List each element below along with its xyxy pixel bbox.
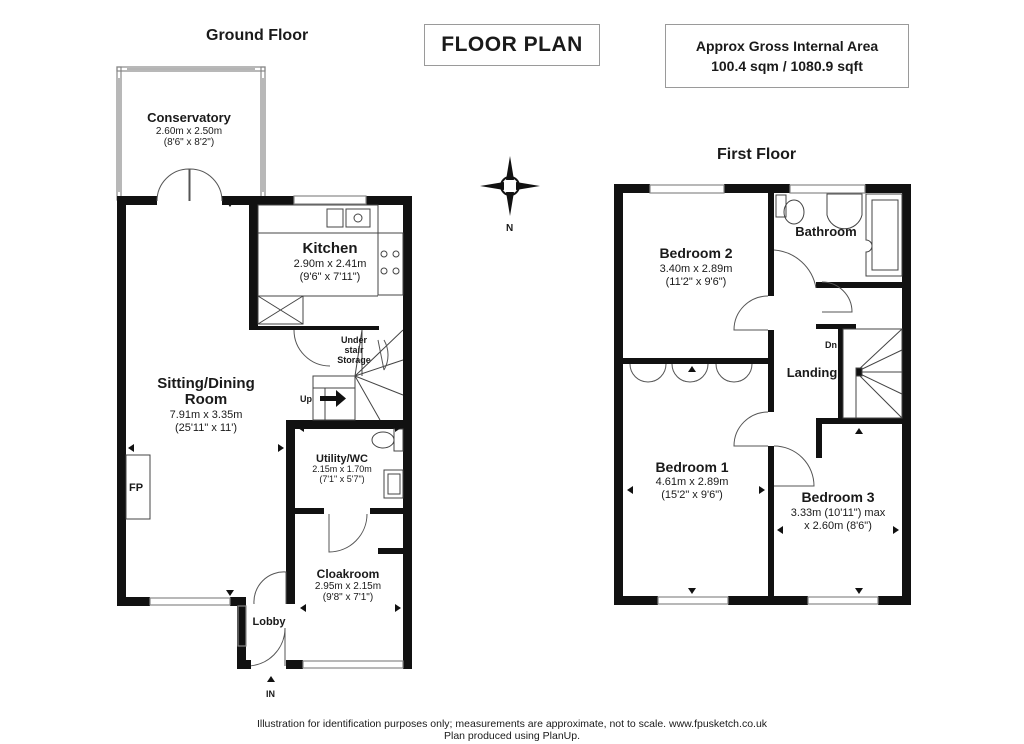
kitchen-partition [249, 326, 379, 330]
ground-floor-heading: Ground Floor [206, 27, 309, 44]
bedroom1-name: Bedroom 1 [655, 459, 728, 475]
area-value: 100.4 sqm / 1080.9 sqft [711, 58, 863, 74]
fireplace-outline [125, 454, 151, 520]
ground-stairs [312, 329, 404, 421]
storage-door-swing [377, 339, 389, 371]
bedroom2-dim-m: 3.40m x 2.89m [660, 263, 733, 275]
bathroom-name: Bathroom [795, 224, 856, 239]
sitting-room-name-2: Room [185, 391, 228, 408]
cloakroom-dim-ft: (9'8" x 7'1") [323, 592, 373, 603]
area-box: Approx Gross Internal Area 100.4 sqm / 1… [665, 24, 909, 88]
up-arrow-icon [320, 390, 346, 407]
utility-dim-m: 2.15m x 1.70m [312, 464, 372, 474]
conservatory-name: Conservatory [147, 110, 232, 125]
conservatory-dim-ft: (8'6" x 8'2") [164, 137, 214, 148]
cloakroom-dim-m: 2.95m x 2.15m [315, 581, 381, 592]
first-floor-walls [614, 184, 911, 605]
conservatory-french-doors [156, 168, 223, 202]
first-floor-heading: First Floor [717, 146, 797, 163]
area-label: Approx Gross Internal Area [695, 38, 879, 54]
first-floor-dimension-arrows [627, 366, 899, 594]
kitchen-dim-ft: (9'6" x 7'11") [300, 271, 361, 283]
fireplace-label: FP [129, 482, 143, 494]
bathroom-fittings [775, 193, 903, 277]
bedroom2-name: Bedroom 2 [659, 245, 732, 261]
sitting-room-name-1: Sitting/Dining [157, 375, 254, 392]
ground-dimension-arrows [128, 201, 401, 682]
landing-name: Landing [787, 365, 838, 380]
under-stair-line3: Storage [337, 355, 371, 365]
conservatory-glazing [116, 66, 266, 201]
sitting-room-dim-ft: (25'11" x 11') [175, 422, 237, 434]
first-floor-door-swings [733, 249, 853, 487]
bedroom2-dim-ft: (11'2" x 9'6") [666, 276, 727, 288]
first-floor-windows [649, 184, 879, 605]
bedroom3-name: Bedroom 3 [801, 489, 874, 505]
bedroom3-dim-line2: x 2.60m (8'6") [804, 520, 872, 532]
sitting-room-dim-m: 7.91m x 3.35m [170, 409, 243, 421]
under-stair-line2: stair [344, 345, 364, 355]
compass-north-label: N [506, 223, 513, 234]
first-floor-stairs [842, 328, 903, 419]
title-box: FLOOR PLAN [424, 24, 600, 66]
bedroom3-dim-line1: 3.33m (10'11") max [791, 507, 886, 519]
conservatory-dim-m: 2.60m x 2.50m [156, 126, 222, 137]
utility-name: Utility/WC [316, 453, 368, 465]
ground-floor-walls [117, 196, 412, 669]
kitchen-door-swing [293, 329, 331, 367]
utility-fittings [371, 428, 404, 499]
plan-title: FLOOR PLAN [441, 33, 583, 56]
ground-floor-windows [149, 195, 404, 669]
kitchen-dim-m: 2.90m x 2.41m [294, 258, 367, 270]
under-stair-line1: Under [341, 335, 368, 345]
lobby-name: Lobby [253, 616, 287, 628]
disclaimer-line2: Plan produced using PlanUp. [443, 730, 580, 742]
up-label: Up [300, 394, 312, 404]
lobby-walls [237, 660, 251, 669]
bedroom1-dim-m: 4.61m x 2.89m [656, 476, 729, 488]
interior-door-swings [246, 513, 368, 667]
compass-icon: N [480, 156, 540, 234]
bedroom1-dim-ft: (15'2" x 9'6") [661, 489, 723, 501]
cloakroom-name: Cloakroom [317, 567, 380, 581]
disclaimer-line1: Illustration for identification purposes… [256, 718, 768, 730]
first-floor-plan: Dn Bedroom 2 3.40m x 2.89m (11'2" x 9'6"… [614, 184, 911, 605]
kitchen-units [257, 204, 404, 325]
utility-dim-ft: (7'1" x 5'7") [319, 474, 364, 484]
wardrobe-doors [629, 363, 753, 383]
kitchen-name: Kitchen [302, 240, 357, 257]
down-label: Dn [825, 340, 837, 350]
ground-floor-plan: Up FP [116, 66, 412, 699]
entrance-label: IN [266, 689, 275, 699]
